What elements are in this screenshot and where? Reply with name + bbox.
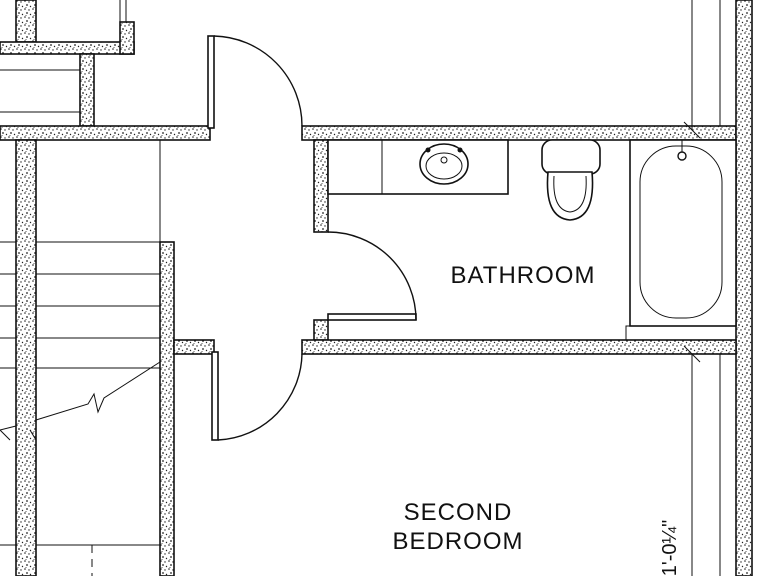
toilet-bowl bbox=[546, 171, 594, 221]
sink-bowl bbox=[419, 143, 469, 185]
bedroom-door bbox=[211, 351, 303, 441]
bathroom-bottom-wall bbox=[301, 339, 737, 355]
toilet-seat bbox=[553, 175, 587, 213]
dimension-tick bbox=[683, 121, 701, 139]
room-label-bedroom: BEDROOM bbox=[392, 528, 523, 555]
door-leaf bbox=[327, 313, 417, 321]
left-stair-wall bbox=[15, 139, 37, 576]
door-leaf bbox=[207, 35, 215, 129]
staircase bbox=[0, 241, 161, 576]
stair-tick bbox=[29, 429, 37, 441]
hall-wall-stub bbox=[173, 339, 215, 355]
tub-enclosure bbox=[629, 139, 737, 327]
bathroom-top-wall bbox=[301, 125, 737, 141]
dimension-label: 1'-0¼" bbox=[659, 520, 681, 576]
upper-left-walls bbox=[0, 0, 135, 127]
faucet-knob bbox=[457, 147, 463, 153]
door-leaf bbox=[211, 351, 219, 441]
vanity bbox=[327, 139, 509, 195]
stair-tick bbox=[0, 429, 11, 441]
room-label-second: SECOND bbox=[404, 499, 513, 526]
dimension-tick bbox=[683, 345, 701, 363]
bathroom-left-wall bbox=[313, 139, 329, 233]
right-exterior-wall bbox=[735, 0, 753, 576]
bathtub bbox=[625, 139, 737, 341]
bathroom-door bbox=[327, 231, 417, 321]
hall-door-upper bbox=[207, 35, 303, 129]
stair-rail-wall bbox=[159, 241, 175, 576]
stair-break-line bbox=[0, 425, 17, 431]
sink-drain bbox=[440, 156, 448, 164]
room-label-bathroom: BATHROOM bbox=[451, 262, 596, 289]
sink-basin bbox=[425, 152, 463, 180]
stair-break-line bbox=[35, 361, 161, 421]
toilet-tank bbox=[541, 139, 601, 175]
faucet-knob bbox=[425, 147, 431, 153]
wall-segment bbox=[15, 0, 37, 43]
bathroom-left-wall-lower bbox=[313, 319, 329, 341]
toilet bbox=[541, 139, 601, 221]
tub-faucet-head bbox=[677, 151, 687, 161]
door-swing-arc bbox=[327, 231, 417, 321]
wall-segment bbox=[119, 21, 135, 55]
wall-segment bbox=[0, 41, 135, 55]
upper-hall-wall bbox=[0, 125, 211, 141]
tub-basin bbox=[639, 145, 723, 319]
door-swing-arc bbox=[213, 35, 303, 127]
wall-segment bbox=[79, 53, 95, 127]
vanity-counter bbox=[327, 139, 509, 195]
tub-step bbox=[625, 325, 737, 341]
door-swing-arc bbox=[217, 353, 303, 441]
